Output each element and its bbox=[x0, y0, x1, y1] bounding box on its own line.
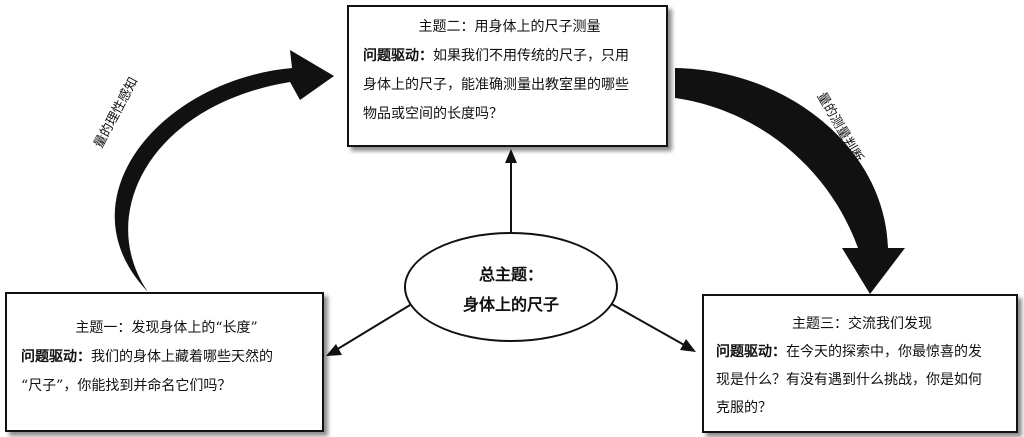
topic3-title: 主题三：交流我们发现 bbox=[792, 316, 932, 332]
topic1-box: 主题一：发现身体上的“长度” 问题驱动：我们的身体上藏着哪些天然的 “尺子”，你… bbox=[5, 292, 324, 432]
topic2-question-line-1: 问题驱动：如果我们不用传统的尺子，只用 bbox=[363, 42, 656, 71]
hub-to-topic2-arrow bbox=[505, 149, 517, 232]
topic1-question-label: 问题驱动： bbox=[21, 349, 91, 365]
topic2-question-line-2: 身体上的尺子，能准确测量出教室里的哪些 bbox=[363, 77, 629, 93]
topic3-question-line-3: 克服的？ bbox=[716, 400, 772, 416]
hub-to-topic1-arrow bbox=[326, 301, 416, 356]
topic3-question-line-1: 问题驱动：在今天的探索中，你最惊喜的发 bbox=[716, 338, 1008, 366]
topic3-question-label: 问题驱动： bbox=[716, 344, 786, 360]
topic2-question-label: 问题驱动： bbox=[363, 48, 433, 64]
topic1-question-line-1: 问题驱动：我们的身体上藏着哪些天然的 bbox=[21, 343, 312, 372]
central-theme-ellipse: 总主题： 身体上的尺子 bbox=[404, 232, 618, 342]
hub-to-topic3-arrow bbox=[607, 301, 696, 352]
topic3-question-text-1: 在今天的探索中，你最惊喜的发 bbox=[786, 344, 982, 360]
topic2-title: 主题二：用身体上的尺子测量 bbox=[418, 19, 601, 35]
topic1-question-line-2: “尺子”，你能找到并命名它们吗？ bbox=[21, 378, 232, 394]
topic1-title: 主题一：发现身体上的“长度” bbox=[75, 320, 258, 336]
topic3-question-line-2: 现是什么？有没有遇到什么挑战，你是如何 bbox=[716, 372, 982, 388]
right-curved-arrow bbox=[675, 68, 905, 294]
topic2-question-text-1: 如果我们不用传统的尺子，只用 bbox=[433, 48, 629, 64]
central-theme-title: 身体上的尺子 bbox=[462, 295, 559, 314]
topic2-question-line-3: 物品或空间的长度吗？ bbox=[363, 106, 503, 122]
central-theme-heading: 总主题： bbox=[478, 265, 543, 284]
topic3-box: 主题三：交流我们发现 问题驱动：在今天的探索中，你最惊喜的发 现是什么？有没有遇… bbox=[702, 294, 1018, 433]
left-curved-arrow bbox=[114, 50, 334, 292]
topic2-box: 主题二：用身体上的尺子测量 问题驱动：如果我们不用传统的尺子，只用 身体上的尺子… bbox=[347, 5, 668, 147]
topic1-question-text-1: 我们的身体上藏着哪些天然的 bbox=[91, 349, 273, 365]
